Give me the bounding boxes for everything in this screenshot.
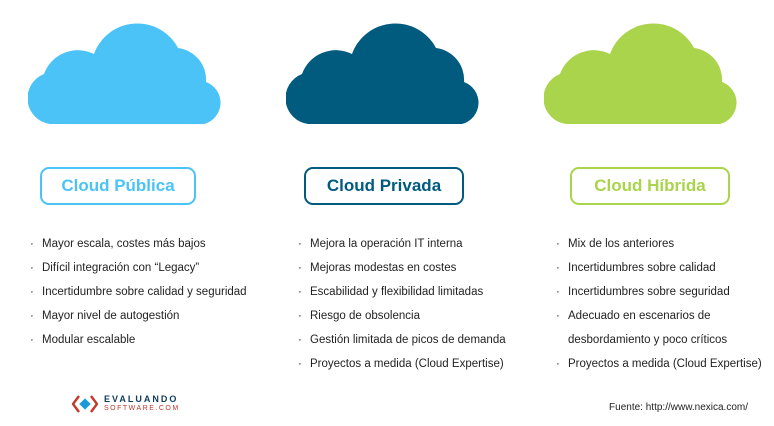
hybrid-cloud-icon — [544, 23, 737, 124]
column-private-cloud: Cloud Privada ·Mejora la operación IT in… — [258, 0, 518, 380]
list-item: ·Incertidumbres sobre seguridad — [556, 280, 762, 304]
bullet-icon: · — [30, 238, 34, 250]
bullet-icon: · — [556, 358, 560, 370]
public-cloud-icon — [28, 23, 221, 124]
column-hybrid-cloud: Cloud Híbrida ·Mix de los anteriores ·In… — [516, 0, 774, 380]
list-item: ·Proyectos a medida (Cloud Expertise) — [298, 352, 506, 376]
list-item: ·Escabilidad y flexibilidad limitadas — [298, 280, 506, 304]
bullet-icon: · — [30, 262, 34, 274]
bullet-icon: · — [30, 334, 34, 346]
list-item: ·Gestión limitada de picos de demanda — [298, 328, 506, 352]
list-item: ·Difícil integración con “Legacy” — [30, 256, 247, 280]
list-item: ·Incertidumbre sobre calidad y seguridad — [30, 280, 247, 304]
list-item: ·Incertidumbres sobre calidad — [556, 256, 762, 280]
bullet-icon: · — [298, 286, 302, 298]
list-item: ·Mejoras modestas en costes — [298, 256, 506, 280]
bullet-icon: · — [298, 310, 302, 322]
public-cloud-title: Cloud Pública — [40, 167, 196, 205]
bullet-icon: · — [298, 358, 302, 370]
bullet-icon: · — [556, 310, 560, 322]
list-item: ·Mix de los anteriores — [556, 232, 762, 256]
list-item-continuation: desbordamiento y poco críticos — [568, 334, 728, 346]
bullet-icon: · — [298, 238, 302, 250]
list-item: ·Mejora la operación IT interna — [298, 232, 506, 256]
bullet-icon: · — [556, 262, 560, 274]
bullet-icon: · — [30, 286, 34, 298]
logo-text-line1: EVALUANDO — [104, 394, 179, 404]
list-item: ·Mayor nivel de autogestión — [30, 304, 247, 328]
hybrid-cloud-title: Cloud Híbrida — [570, 167, 730, 205]
bullet-icon: · — [298, 262, 302, 274]
list-item: ·Modular escalable — [30, 328, 247, 352]
private-cloud-icon — [286, 23, 479, 124]
list-item: ·Mayor escala, costes más bajos — [30, 232, 247, 256]
public-cloud-list: ·Mayor escala, costes más bajos ·Difícil… — [30, 232, 247, 352]
bullet-icon: · — [298, 334, 302, 346]
cloud-shape — [286, 23, 479, 124]
source-note: Fuente: http://www.nexica.com/ — [609, 402, 748, 413]
hybrid-cloud-list: ·Mix de los anteriores ·Incertidumbres s… — [556, 232, 762, 376]
cloud-shape — [28, 23, 221, 124]
list-item: ·Adecuado en escenarios de — [556, 304, 762, 328]
private-cloud-list: ·Mejora la operación IT interna ·Mejoras… — [298, 232, 506, 376]
bullet-icon: · — [556, 286, 560, 298]
bullet-icon: · — [30, 310, 34, 322]
column-public-cloud: Cloud Pública ·Mayor escala, costes más … — [0, 0, 260, 380]
list-item: ·Proyectos a medida (Cloud Expertise) — [556, 352, 762, 376]
bullet-icon: · — [556, 238, 560, 250]
list-item: ·Riesgo de obsolencia — [298, 304, 506, 328]
logo-text-line2: SOFTWARE.COM — [104, 405, 180, 412]
private-cloud-title: Cloud Privada — [304, 167, 464, 205]
cloud-shape — [544, 23, 737, 124]
logo-mark-icon — [72, 395, 98, 413]
evaluando-software-logo: EVALUANDO SOFTWARE.COM — [72, 394, 180, 414]
